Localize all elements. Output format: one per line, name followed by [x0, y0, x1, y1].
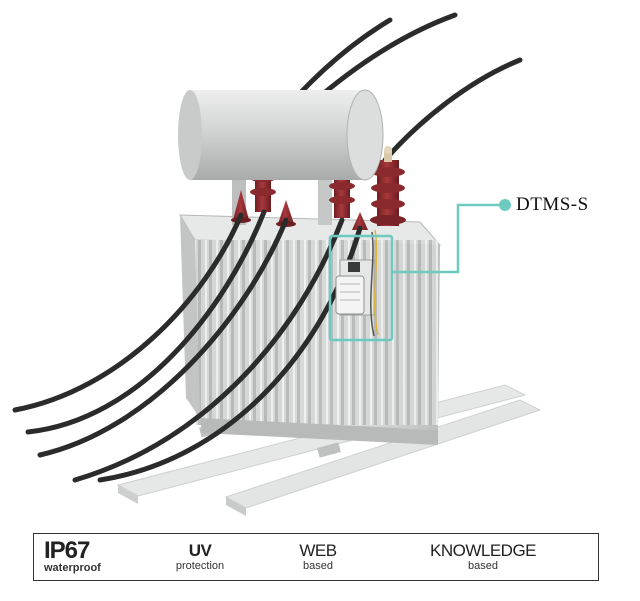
transformer-illustration	[12, 12, 542, 516]
feature-web-title: WEB	[299, 540, 337, 560]
feature-knowledge-subtitle: based	[468, 559, 498, 572]
feature-knowledge-title: KNOWLEDGE	[429, 540, 537, 560]
feature-uv-title: UV	[188, 540, 212, 560]
feature-ip67-subtitle: waterproof	[44, 561, 101, 574]
feature-ip67: IP67 waterproof	[34, 534, 152, 580]
conservator-drum	[178, 89, 384, 181]
ground-cables	[12, 209, 363, 483]
feature-ip67-title: IP67	[44, 536, 90, 564]
feature-bar: IP67 waterproof UV protection WEB based …	[33, 533, 599, 581]
feature-web-subtitle: based	[303, 559, 333, 572]
dtms-s-label: DTMS-S	[516, 194, 589, 215]
callout-dot	[499, 199, 511, 211]
feature-web: WEB based	[248, 534, 388, 580]
dtms-device	[335, 229, 379, 337]
bushings	[231, 146, 406, 230]
feature-knowledge: KNOWLEDGE based	[388, 534, 578, 580]
feature-uv-subtitle: protection	[175, 559, 225, 572]
feature-uv: UV protection	[152, 534, 248, 580]
callout-frame	[328, 203, 505, 342]
